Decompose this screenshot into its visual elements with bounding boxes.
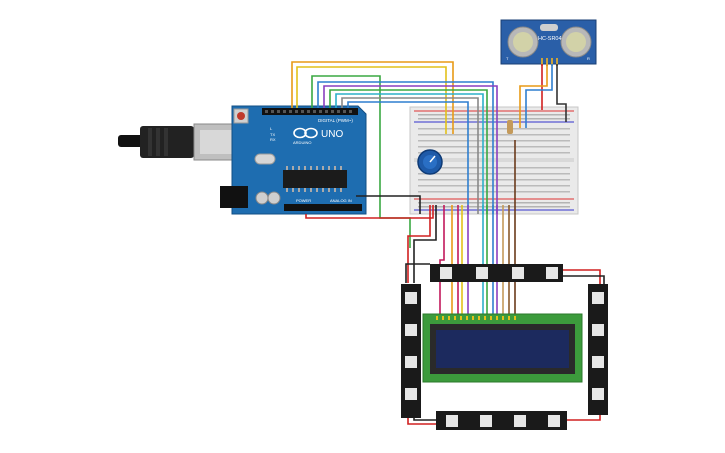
l-label: L	[270, 126, 273, 131]
dc-power-jack	[220, 186, 248, 208]
breadboard	[409, 106, 579, 215]
sensor-r-mark: R	[587, 56, 590, 61]
power-header-label: POWER	[296, 198, 311, 203]
arduino-infinity-logo-icon	[293, 127, 318, 139]
neopixel-strip-top	[430, 264, 563, 282]
ultrasonic-sensor: HC-SR04 T R	[500, 19, 597, 66]
usb-cable-icon	[118, 123, 241, 161]
analog-header-label: ANALOG IN	[330, 198, 352, 203]
arduino-brand: ARDUINO	[293, 140, 311, 145]
potentiometer-knob-icon	[417, 149, 443, 175]
reset-button-icon	[237, 112, 245, 120]
wires	[291, 61, 605, 425]
neopixel-strip-right	[588, 284, 608, 415]
lcd-screen	[436, 330, 569, 368]
sensor-t-mark: T	[506, 56, 509, 61]
rx-label: RX	[270, 137, 276, 142]
neopixel-strip-left	[401, 284, 421, 418]
uno-logo: UNO	[321, 129, 343, 140]
neopixel-strip-bottom	[436, 411, 567, 430]
lcd-display	[422, 313, 583, 383]
sensor-model-label: HC-SR04	[538, 36, 562, 42]
arduino-uno-board: DIGITAL (PWM~) TX RX L UNO ARDUINO	[220, 105, 367, 215]
microcontroller-chip	[283, 170, 347, 188]
digital-header-label: DIGITAL (PWM~)	[318, 118, 353, 123]
resistor	[507, 120, 513, 134]
tx-label: TX	[270, 132, 275, 137]
